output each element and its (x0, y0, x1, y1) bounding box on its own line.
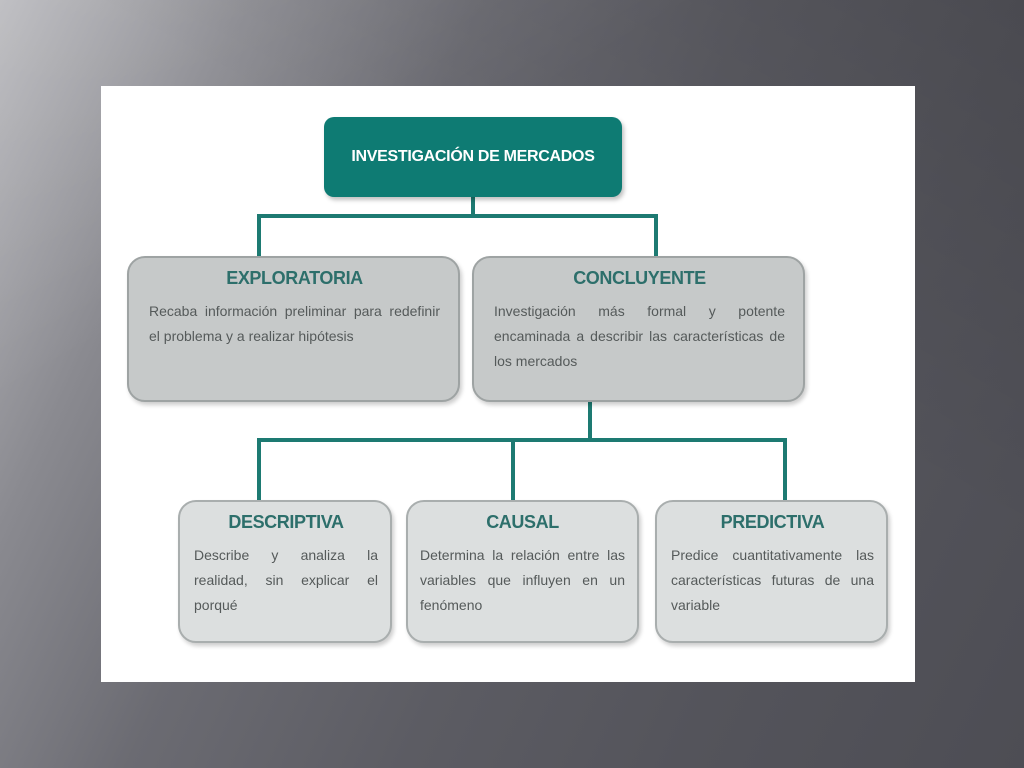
node-descriptiva: DESCRIPTIVA Describe y analiza la realid… (178, 500, 392, 643)
node-title: EXPLORATORIA (226, 268, 363, 288)
node-description: Recaba información preliminar para redef… (149, 303, 440, 344)
slide-canvas: INVESTIGACIÓN DE MERCADOS EXPLORATORIA R… (101, 86, 915, 682)
root-label: INVESTIGACIÓN DE MERCADOS (351, 148, 595, 165)
node-title: CAUSAL (486, 512, 559, 532)
connector-lines (257, 195, 787, 503)
root-node: INVESTIGACIÓN DE MERCADOS (324, 117, 622, 197)
node-description: Determina la relación entre las variable… (420, 547, 625, 613)
node-causal: CAUSAL Determina la relación entre las v… (406, 500, 639, 643)
node-concluyente: CONCLUYENTE Investigación más formal y p… (472, 256, 805, 402)
node-description: Predice cuantitativamente las caracterís… (671, 547, 874, 613)
node-predictiva: PREDICTIVA Predice cuantitativamente las… (655, 500, 888, 643)
node-description: Describe y analiza la realidad, sin expl… (194, 547, 378, 613)
node-exploratoria: EXPLORATORIA Recaba información prelimin… (127, 256, 460, 402)
node-title: PREDICTIVA (720, 512, 825, 532)
node-description: Investigación más formal y potente encam… (494, 303, 785, 369)
node-title: DESCRIPTIVA (228, 512, 344, 532)
node-title: CONCLUYENTE (573, 268, 706, 288)
